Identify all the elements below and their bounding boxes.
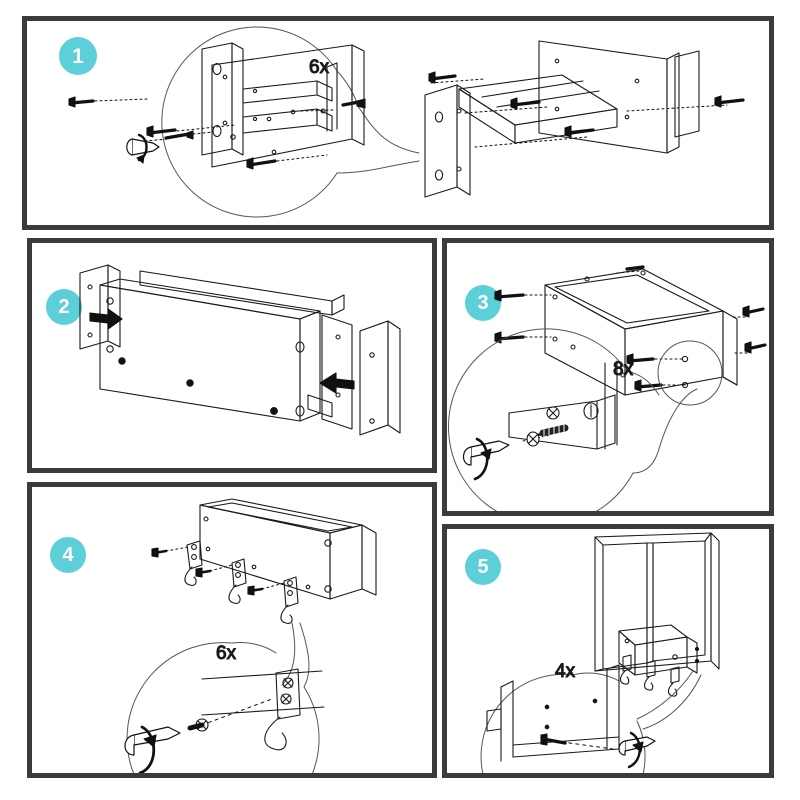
shelf-tab-2	[307, 394, 333, 418]
detail-leader-4	[281, 622, 310, 688]
assembly-screws-1	[68, 71, 745, 170]
quantity-label-3: 8x	[613, 359, 634, 380]
assembly-arrow-right-2	[89, 308, 123, 330]
screwdriver-3	[462, 437, 510, 481]
zoom-screw-4	[187, 698, 273, 732]
assembly-arrow-left-2	[319, 372, 355, 394]
quantity-label-1: 6x	[309, 57, 330, 78]
hook-screws-4	[151, 546, 285, 596]
shelf-box-4	[199, 498, 377, 600]
wall-mirror-frame-5	[594, 532, 720, 672]
step-panel-1: 1	[22, 16, 774, 230]
zoom-screw-right	[300, 98, 366, 112]
screwdriver-4	[124, 725, 181, 773]
assembly-rear-board-right	[538, 40, 680, 154]
coat-hook-2	[228, 558, 247, 604]
wall-fixings-5	[694, 646, 700, 664]
zoom-screw-left	[144, 130, 214, 142]
step-panel-4: 4	[27, 482, 437, 778]
zoom-screw-5	[540, 733, 614, 750]
step-badge-1: 1	[59, 37, 97, 75]
detail-highlight-circle-3	[657, 340, 723, 406]
step-2-illustration	[79, 264, 401, 436]
step-panel-5: 5	[442, 524, 774, 778]
coat-hook-1	[184, 540, 203, 586]
step-3-illustration: 8x	[448, 265, 767, 511]
zoom-side-board	[201, 42, 244, 156]
zoom-shelf-board	[242, 80, 333, 134]
zoom-hook-4	[201, 668, 325, 751]
step-badge-3: 3	[465, 285, 501, 321]
step-badge-2: 2	[46, 289, 82, 325]
side-panel-left-2	[79, 264, 121, 350]
step-panel-2: 2	[27, 238, 437, 473]
quantity-label-4: 6x	[216, 643, 237, 664]
coat-hook-3	[280, 576, 299, 624]
step-badge-5: 5	[465, 549, 501, 585]
detail-leader-5	[636, 670, 702, 730]
rear-rail-2	[139, 270, 345, 316]
assembled-shelf-box-3	[544, 268, 738, 396]
detail-circle-1	[161, 26, 420, 218]
step-4-illustration: 6x	[124, 498, 377, 773]
zoom-corner-3	[508, 360, 618, 450]
zoom-frame-corner-5	[486, 664, 620, 762]
assembly-side-panel-right	[674, 50, 700, 138]
detail-circle-3	[448, 328, 698, 511]
hooks-5	[619, 654, 680, 697]
assembled-shelf-unit-5	[618, 624, 698, 676]
zoom-opposite-board	[290, 62, 338, 132]
screwdriver-1	[126, 133, 160, 164]
assembly-side-panel-left	[424, 84, 471, 198]
step-panel-3: 3	[442, 238, 774, 516]
detail-circle-4	[126, 642, 320, 773]
screwdriver-5	[618, 731, 656, 769]
assembly-rear-board-left	[211, 44, 365, 168]
quantity-label-5: 4x	[555, 661, 576, 682]
detail-circle-5	[480, 672, 646, 773]
step-badge-4: 4	[50, 537, 86, 573]
back-panel-2	[99, 278, 321, 422]
side-panel-right-attached-2	[321, 314, 353, 430]
side-panel-right-loose-2	[359, 320, 401, 436]
assembly-shelf-board	[458, 74, 618, 144]
zoom-bolt-3	[522, 424, 569, 447]
step-3-screws	[494, 265, 767, 392]
step-1-illustration: 6x	[68, 26, 745, 218]
